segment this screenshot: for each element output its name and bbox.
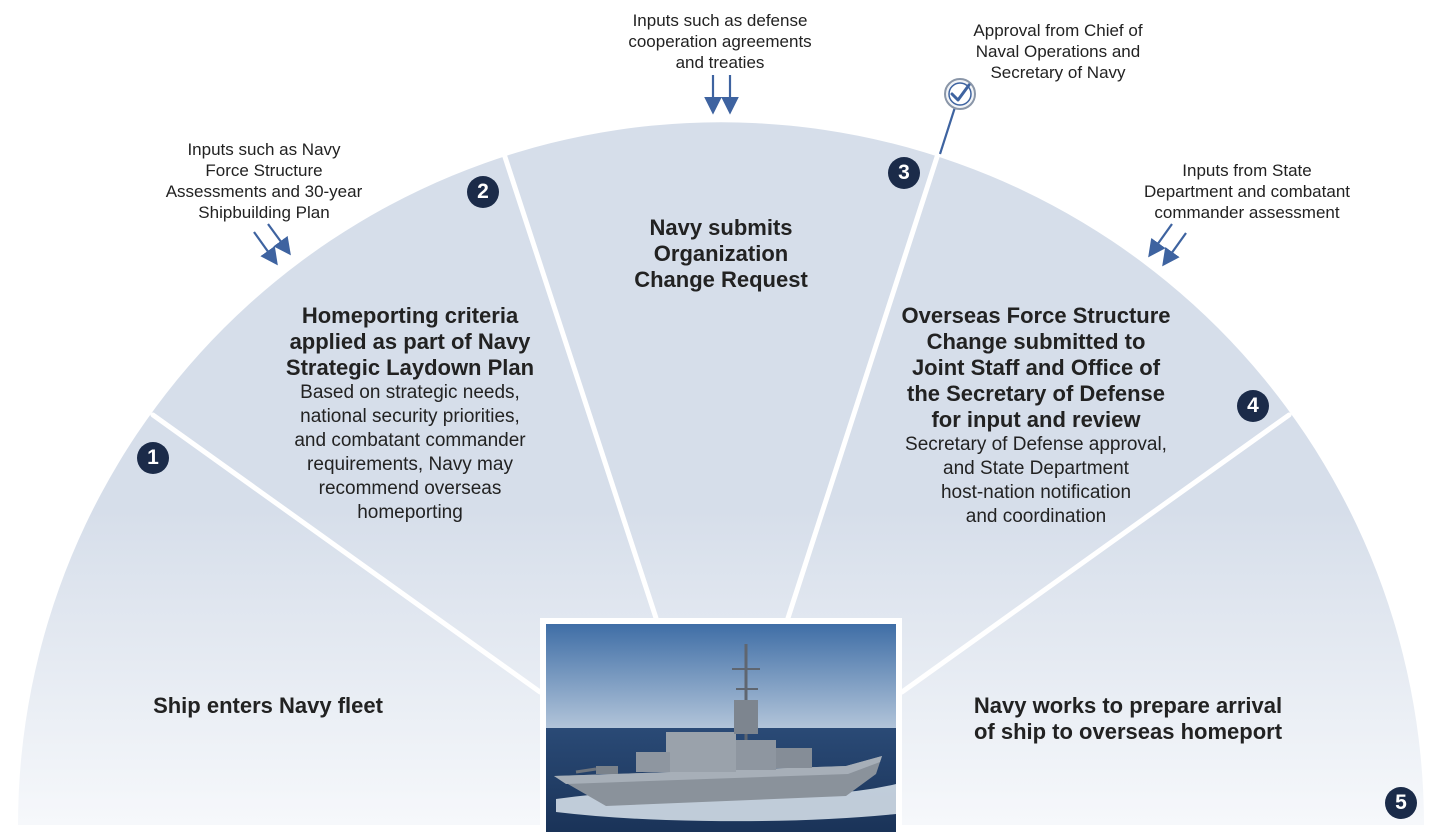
process-fan [18,122,1424,825]
input-arrows [253,75,1187,267]
step-badge-5: 5 [1385,787,1417,819]
step-badge-4: 4 [1237,390,1269,422]
step-badge-2: 2 [467,176,499,208]
ship-illustration [546,624,896,832]
checkmark-circle-icon [944,78,976,110]
arrow-left-2 [267,223,291,256]
arrow-right-2 [1162,232,1187,267]
segment-dividers [150,154,1292,695]
approval-connector [938,100,959,155]
arrow-left-1 [253,231,278,266]
step-4-body: Secretary of Defense approval,and State … [905,434,1167,527]
step-2-body: Based on strategic needs,national securi… [294,382,526,523]
step-badge-1: 1 [137,442,169,474]
arrow-right-1 [1148,223,1173,258]
navy-destroyer-ship-photo [540,618,902,832]
step-1-title: Ship enters Navy fleet [153,693,383,718]
step-badge-3: 3 [888,157,920,189]
